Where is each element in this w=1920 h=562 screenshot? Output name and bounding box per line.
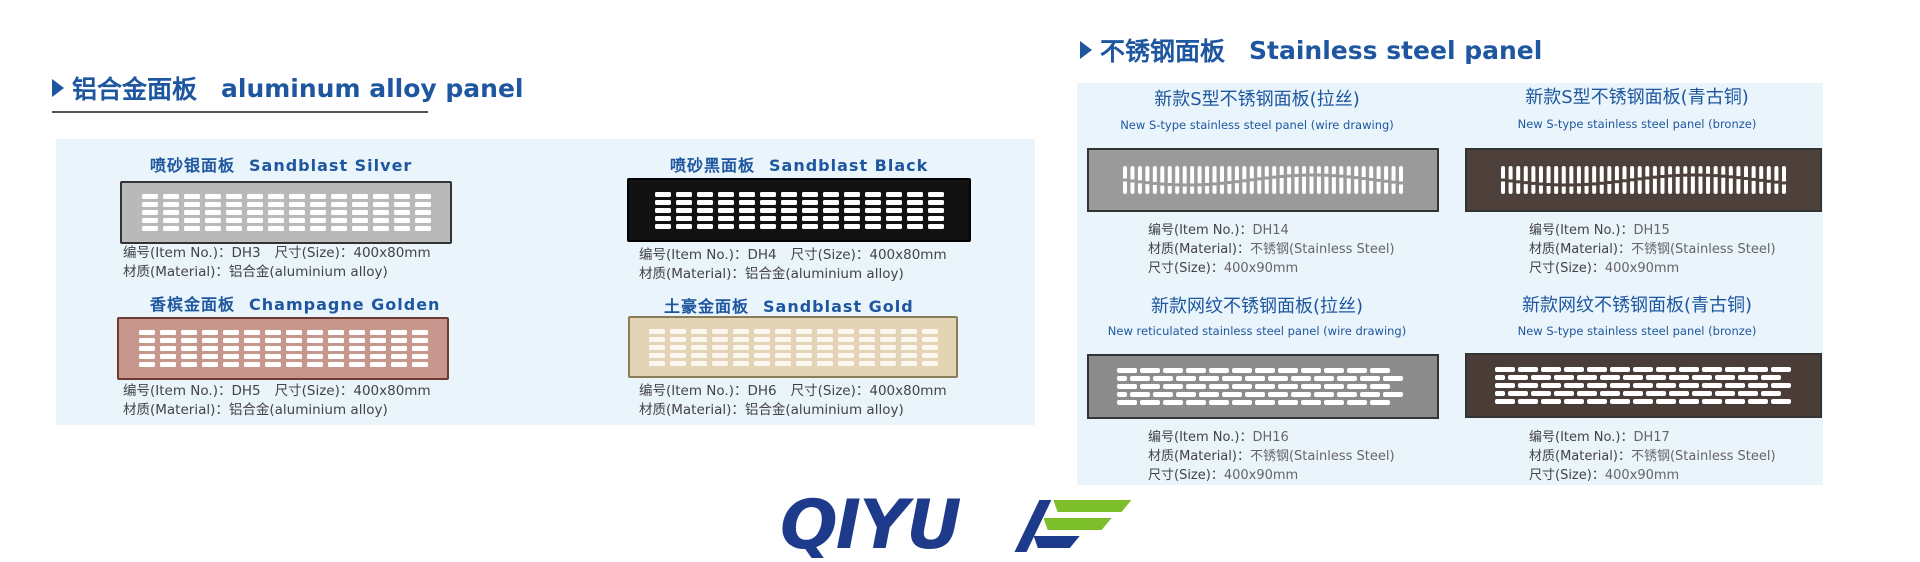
product-title: 新款网纹不锈钢面板(青古铜) — [1521, 295, 1753, 316]
mesh-slot-pattern — [1089, 356, 1437, 417]
product-subtitle: New S-type stainless steel panel (bronze… — [1517, 117, 1757, 131]
product-subtitle: New reticulated stainless steel panel (w… — [1107, 324, 1407, 338]
product-info: 编号(Item No.)：DH17 材质(Material)：不锈钢(Stain… — [1529, 430, 1776, 483]
stainless-panel-box — [1077, 83, 1823, 485]
s-slot-pattern — [1089, 150, 1437, 210]
mesh-slot-pattern — [1467, 355, 1820, 416]
aluminum-title-en: aluminum alloy panel — [221, 73, 524, 103]
product-title: 新款S型不锈钢面板(青古铜) — [1525, 87, 1749, 108]
slot-grid — [138, 330, 428, 367]
aluminum-title-cn: 铝合金面板 — [72, 75, 198, 104]
vent-panel-image — [1465, 148, 1822, 212]
product-info: 编号(Item No.)：DH14 材质(Material)：不锈钢(Stain… — [1148, 223, 1395, 276]
vent-panel-image — [1465, 353, 1822, 418]
vent-panel-image — [628, 316, 958, 378]
product-subtitle: New S-type stainless steel panel (wire d… — [1120, 118, 1394, 132]
product-subtitle: New S-type stainless steel panel (bronze… — [1517, 324, 1757, 338]
logo-text: QIYU — [780, 488, 960, 558]
qiyu-logo: QIYU — [780, 486, 1140, 562]
triangle-bullet-icon — [52, 79, 64, 97]
vent-panel-image — [120, 181, 452, 244]
vent-panel-image — [1087, 148, 1439, 212]
product-info: 编号(Item No.)：DH15 材质(Material)：不锈钢(Stain… — [1529, 223, 1776, 276]
triangle-bullet-icon — [1080, 41, 1092, 59]
aluminum-section-title: 铝合金面板 aluminum alloy panel — [52, 70, 524, 106]
s-slot-pattern — [1467, 150, 1820, 210]
stainless-title-en: Stainless steel panel — [1249, 35, 1543, 65]
slot-grid — [141, 194, 431, 231]
slot-grid — [654, 191, 944, 229]
stainless-title-cn: 不锈钢面板 — [1100, 37, 1226, 66]
vent-panel-image — [627, 178, 971, 242]
stainless-section-title: 不锈钢面板 Stainless steel panel — [1080, 32, 1542, 68]
slot-grid — [648, 328, 938, 366]
vent-panel-image — [117, 317, 449, 380]
product-title: 新款S型不锈钢面板(拉丝) — [1154, 89, 1360, 110]
logo-mark-icon — [1014, 500, 1132, 552]
title-underline — [52, 111, 428, 113]
product-title: 新款网纹不锈钢面板(拉丝) — [1150, 296, 1364, 317]
product-info: 编号(Item No.)：DH16 材质(Material)：不锈钢(Stain… — [1148, 430, 1395, 483]
vent-panel-image — [1087, 354, 1439, 419]
